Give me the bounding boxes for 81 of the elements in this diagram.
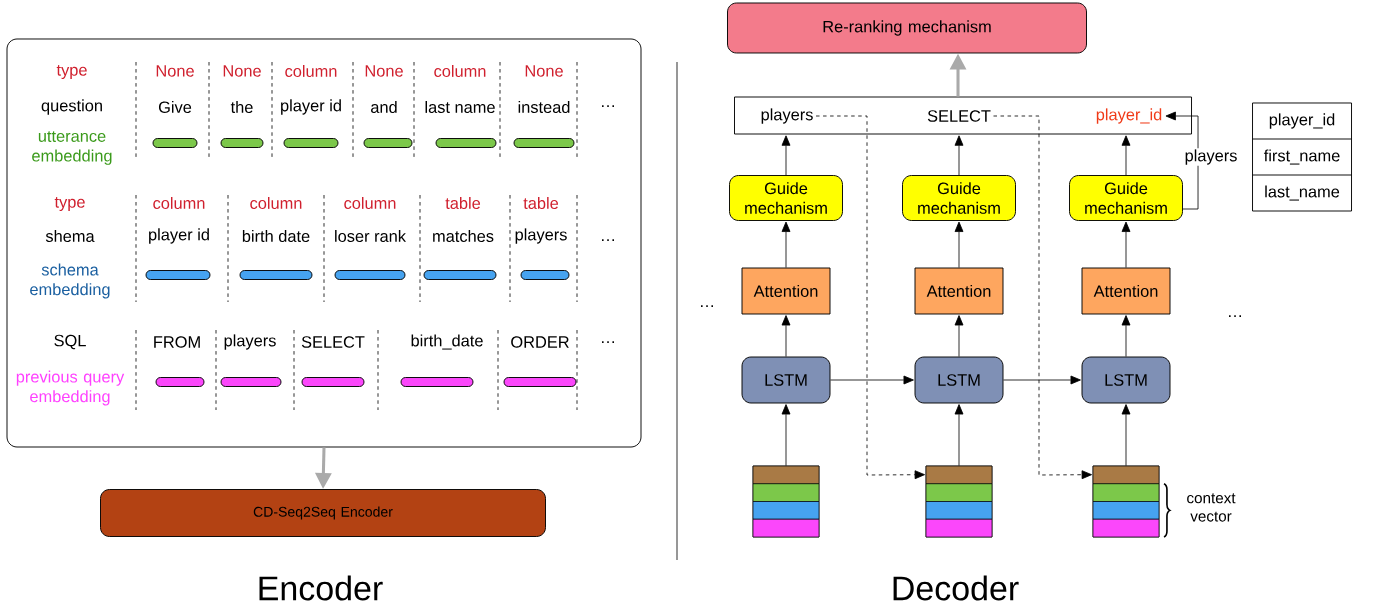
vector-stack [1092, 465, 1160, 538]
token-label: FROM [154, 336, 200, 348]
arrow [1121, 315, 1131, 357]
token-label: players [224, 334, 276, 350]
arrow [993, 115, 1092, 480]
section-caption: Decoder [893, 575, 1019, 601]
type-label: table [445, 197, 481, 210]
encoder-panel [6, 38, 642, 448]
embedding-label: utterance embedding [32, 131, 112, 165]
arrow [954, 315, 964, 357]
token-label: players [515, 228, 567, 244]
vector-stack [752, 465, 820, 538]
lstm-box: LSTM [1081, 356, 1171, 404]
ellipsis: … [701, 305, 713, 307]
edge-label: players [1185, 149, 1237, 165]
ellipsis: … [602, 105, 614, 107]
arrow [1121, 404, 1131, 467]
type-label: type [54, 197, 85, 211]
row-label: shema [45, 230, 95, 243]
token-label: matches [433, 230, 494, 243]
section-caption: Encoder [259, 575, 383, 601]
token-label: birth date [242, 230, 310, 243]
token-label: instead [518, 101, 570, 114]
guide-box: Guide mechanism [1069, 175, 1183, 221]
type-label: column [285, 65, 337, 78]
attention-box: Attention [1081, 267, 1171, 315]
output-box [734, 96, 1192, 135]
arrow [781, 135, 791, 176]
token-label: player id [281, 99, 341, 115]
embedding-label: schema embedding [30, 263, 110, 299]
embedding-label: previous query embedding [16, 370, 125, 406]
arrow [954, 221, 964, 268]
guide-box: Guide mechanism [729, 175, 843, 221]
side-label: context vector [1187, 493, 1236, 522]
encoder-box: CD-Seq2Seq Encoder [100, 489, 546, 537]
token-label: last name [425, 101, 495, 114]
output-token: players [761, 108, 813, 124]
token-label: birth_date [411, 334, 483, 350]
type-label: type [56, 65, 87, 79]
token-label: SELECT [301, 336, 365, 348]
type-label: None [525, 65, 563, 77]
type-label: column [434, 65, 486, 78]
attention-box: Attention [741, 267, 831, 315]
arrow [1121, 221, 1131, 268]
token-label: player id [149, 228, 209, 244]
type-label: column [344, 197, 396, 210]
row-label: SQL [54, 334, 86, 350]
ellipsis: … [602, 341, 614, 343]
arrow [954, 135, 964, 176]
type-label: column [153, 197, 205, 210]
lstm-box: LSTM [914, 356, 1004, 404]
token-label: ORDER [511, 336, 569, 348]
arrow [1003, 375, 1081, 385]
lstm-box: LSTM [741, 356, 831, 404]
token-label: and [371, 101, 397, 114]
arrow [815, 115, 925, 480]
arrow [781, 315, 791, 357]
type-label: None [223, 65, 261, 77]
type-label: None [156, 65, 194, 77]
ellipsis: … [602, 239, 614, 241]
attention-box: Attention [914, 267, 1004, 315]
row-label: question [41, 99, 102, 115]
token-label: Give [158, 101, 192, 114]
arrow [781, 221, 791, 268]
arrow [1165, 111, 1199, 210]
type-label: table [523, 197, 559, 210]
guide-box: Guide mechanism [902, 175, 1016, 221]
output-token: player_id [1096, 108, 1162, 124]
reranking-box: Re-ranking mechanism [727, 2, 1087, 54]
type-label: column [250, 197, 302, 210]
arrow [830, 375, 914, 385]
arrow [1121, 135, 1131, 176]
ellipsis: … [1229, 315, 1241, 317]
vector-stack [925, 465, 993, 538]
column-table: player_id first_name last_name [1252, 102, 1352, 212]
token-label: loser rank [335, 230, 406, 243]
type-label: None [365, 65, 403, 77]
arrow [954, 404, 964, 467]
token-label: the [230, 101, 253, 114]
arrow [781, 404, 791, 467]
output-token: SELECT [927, 110, 991, 122]
